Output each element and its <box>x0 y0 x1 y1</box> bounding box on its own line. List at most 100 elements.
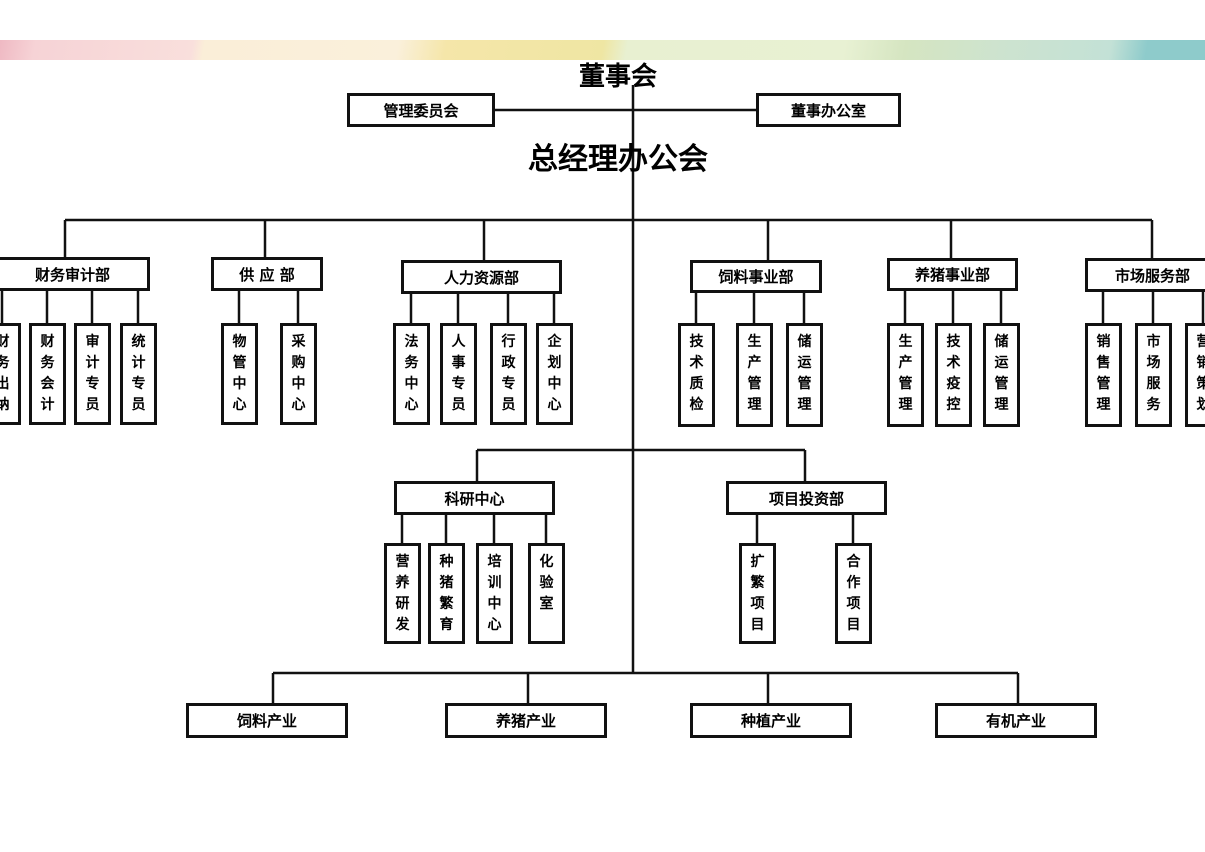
unit-box: 财务会计 <box>29 323 66 425</box>
unit-char: 心 <box>487 617 502 633</box>
unit-box: 营销策划 <box>1185 323 1205 427</box>
decorative-banner <box>0 40 1205 60</box>
unit-char: 生 <box>747 334 762 350</box>
center-box: 项目投资部 <box>726 481 887 515</box>
unit-char: 专 <box>451 376 466 392</box>
unit-box: 培训中心 <box>476 543 513 644</box>
unit-char: 理 <box>747 397 762 413</box>
unit-char: 营 <box>1196 334 1205 350</box>
unit-char: 训 <box>487 575 502 591</box>
unit-char: 育 <box>439 617 454 633</box>
unit-char: 划 <box>1196 397 1205 413</box>
unit-box: 统计专员 <box>120 323 157 425</box>
department-box: 养猪事业部 <box>887 258 1018 291</box>
unit-char: 管 <box>898 376 913 392</box>
unit-char: 物 <box>232 334 247 350</box>
unit-char: 务 <box>0 355 10 371</box>
unit-char: 财 <box>40 334 55 350</box>
unit-char: 行 <box>501 334 516 350</box>
unit-char: 中 <box>404 376 419 392</box>
unit-char: 疫 <box>946 376 961 392</box>
unit-char: 理 <box>898 397 913 413</box>
unit-char: 研 <box>395 596 410 612</box>
unit-char: 目 <box>750 617 765 633</box>
unit-char: 化 <box>539 554 554 570</box>
unit-char: 务 <box>404 355 419 371</box>
unit-char: 作 <box>846 575 861 591</box>
unit-char: 员 <box>501 397 516 413</box>
management-committee-box: 管理委员会 <box>347 93 495 127</box>
unit-char: 营 <box>395 554 410 570</box>
department-box: 财务审计部 <box>0 257 150 291</box>
unit-char: 繁 <box>750 575 765 591</box>
unit-char: 场 <box>1146 355 1161 371</box>
unit-box: 生产管理 <box>887 323 924 427</box>
unit-char: 专 <box>131 376 146 392</box>
unit-char: 计 <box>131 355 146 371</box>
unit-char: 运 <box>994 355 1009 371</box>
unit-char: 划 <box>547 355 562 371</box>
unit-box: 物管中心 <box>221 323 258 425</box>
unit-char: 事 <box>451 355 466 371</box>
unit-box: 企划中心 <box>536 323 573 425</box>
unit-char: 中 <box>291 376 306 392</box>
unit-char: 管 <box>994 376 1009 392</box>
unit-char: 储 <box>797 334 812 350</box>
industry-box: 养猪产业 <box>445 703 607 738</box>
unit-box: 行政专员 <box>490 323 527 425</box>
unit-char: 管 <box>747 376 762 392</box>
unit-box: 合作项目 <box>835 543 872 644</box>
unit-char: 验 <box>539 575 554 591</box>
unit-char: 心 <box>404 397 419 413</box>
unit-char: 产 <box>747 355 762 371</box>
unit-char: 财 <box>0 334 10 350</box>
unit-box: 市场服务 <box>1135 323 1172 427</box>
department-box: 人力资源部 <box>401 260 562 294</box>
unit-char: 发 <box>395 617 410 633</box>
unit-box: 技术疫控 <box>935 323 972 427</box>
unit-box: 生产管理 <box>736 323 773 427</box>
unit-char: 专 <box>501 376 516 392</box>
unit-char: 合 <box>846 554 861 570</box>
unit-char: 质 <box>689 376 704 392</box>
unit-char: 中 <box>232 376 247 392</box>
unit-char: 策 <box>1196 376 1205 392</box>
unit-char: 统 <box>131 334 146 350</box>
unit-char: 心 <box>547 397 562 413</box>
gm-office-title: 总经理办公会 <box>528 142 708 177</box>
unit-char: 员 <box>131 397 146 413</box>
unit-box: 化验室 <box>528 543 565 644</box>
unit-char: 心 <box>291 397 306 413</box>
unit-char: 技 <box>946 334 961 350</box>
unit-char: 服 <box>1146 376 1161 392</box>
unit-char: 生 <box>898 334 913 350</box>
unit-char: 管 <box>232 355 247 371</box>
unit-char: 种 <box>439 554 454 570</box>
unit-char: 员 <box>451 397 466 413</box>
unit-char: 法 <box>404 334 419 350</box>
unit-char: 审 <box>85 334 100 350</box>
unit-char: 术 <box>946 355 961 371</box>
unit-char: 专 <box>85 376 100 392</box>
department-box: 市场服务部 <box>1085 258 1205 292</box>
unit-char: 储 <box>994 334 1009 350</box>
unit-char: 员 <box>85 397 100 413</box>
unit-char: 目 <box>846 617 861 633</box>
unit-char: 运 <box>797 355 812 371</box>
unit-box: 技术质检 <box>678 323 715 427</box>
unit-char: 理 <box>797 397 812 413</box>
unit-char: 术 <box>689 355 704 371</box>
unit-char: 务 <box>1146 397 1161 413</box>
unit-char: 控 <box>946 397 961 413</box>
unit-char: 纳 <box>0 397 10 413</box>
unit-char: 计 <box>40 397 55 413</box>
unit-box: 人事专员 <box>440 323 477 425</box>
unit-char: 心 <box>232 397 247 413</box>
unit-char: 销 <box>1196 355 1205 371</box>
unit-char: 技 <box>689 334 704 350</box>
unit-box: 审计专员 <box>74 323 111 425</box>
unit-box: 储运管理 <box>786 323 823 427</box>
department-box: 饲料事业部 <box>690 260 822 293</box>
unit-box: 财务出纳 <box>0 323 21 425</box>
